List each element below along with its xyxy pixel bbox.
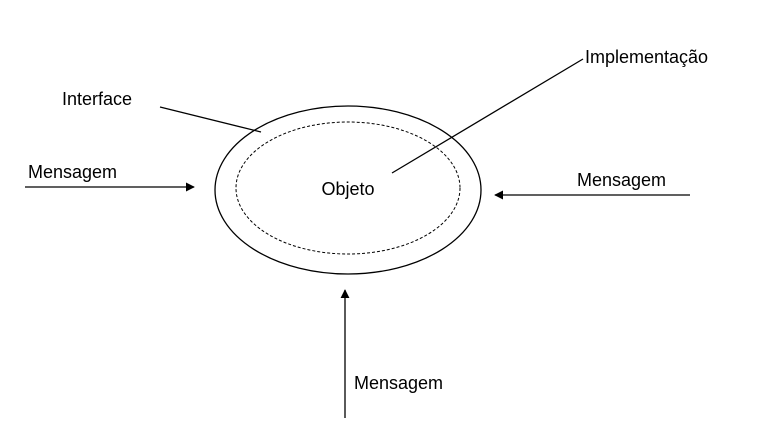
- message-right-label: Mensagem: [577, 170, 666, 190]
- object-inner-dashed-ellipse: [235, 121, 461, 255]
- interface-label: Interface: [62, 89, 132, 109]
- message-left-label: Mensagem: [28, 162, 117, 182]
- implementation-pointer-line: [391, 58, 584, 174]
- message-bottom-label: Mensagem: [354, 373, 443, 393]
- implementation-label: Implementação: [585, 47, 708, 67]
- object-label: Objeto: [321, 179, 374, 199]
- object-outer-ellipse: [214, 105, 482, 275]
- interface-pointer-line: [159, 106, 262, 133]
